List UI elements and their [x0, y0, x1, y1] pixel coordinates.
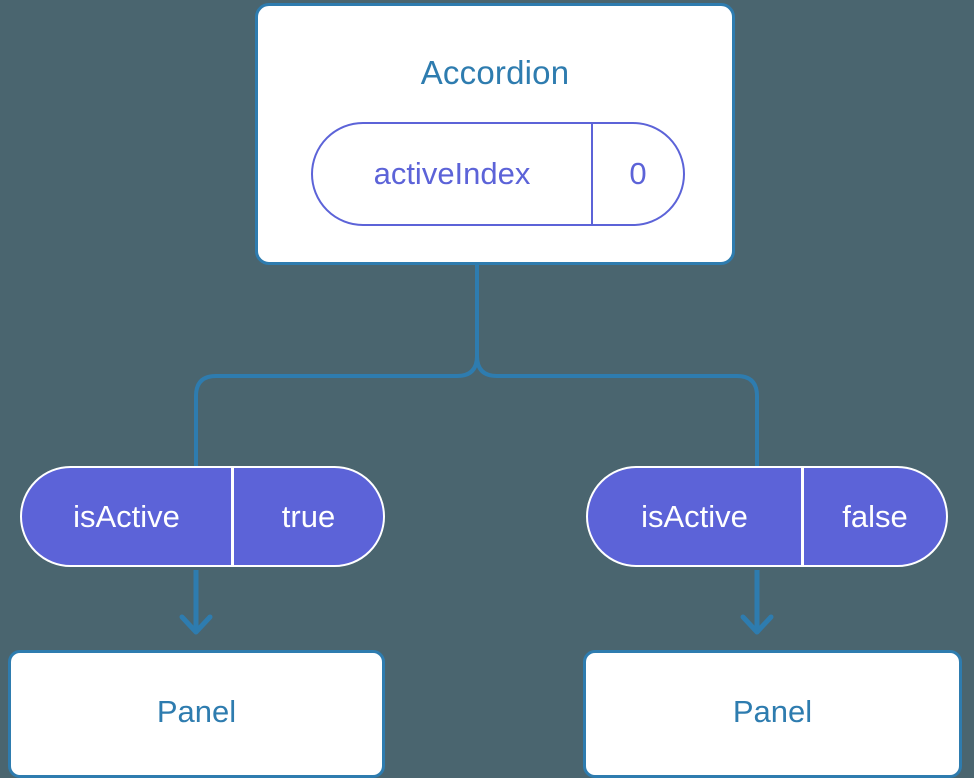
component-card-accordion[interactable]: Accordion activeIndex 0 [255, 3, 735, 265]
state-pill-left[interactable]: isActive true [20, 466, 385, 567]
component-title: Panel [732, 694, 813, 729]
state-pill-value: true [281, 498, 336, 534]
state-pill-right[interactable]: isActive false [586, 466, 948, 567]
prop-pill-value: 0 [629, 156, 647, 191]
arrow-down-icon-left [179, 570, 213, 635]
arrow-down-icon-right [740, 570, 774, 635]
component-card-panel-left[interactable]: Panel [8, 650, 385, 778]
state-pill-value: false [842, 498, 908, 534]
prop-pill-activeindex[interactable]: activeIndex 0 [311, 122, 685, 226]
component-title: Accordion [420, 54, 570, 91]
prop-pill-key: activeIndex [313, 124, 593, 224]
component-title: Panel [156, 694, 237, 729]
connector-branch-left [194, 355, 479, 470]
state-pill-key: isActive [588, 468, 804, 565]
state-pill-key: isActive [22, 468, 234, 565]
connector-branch-right [475, 355, 759, 470]
component-card-panel-right[interactable]: Panel [583, 650, 962, 778]
